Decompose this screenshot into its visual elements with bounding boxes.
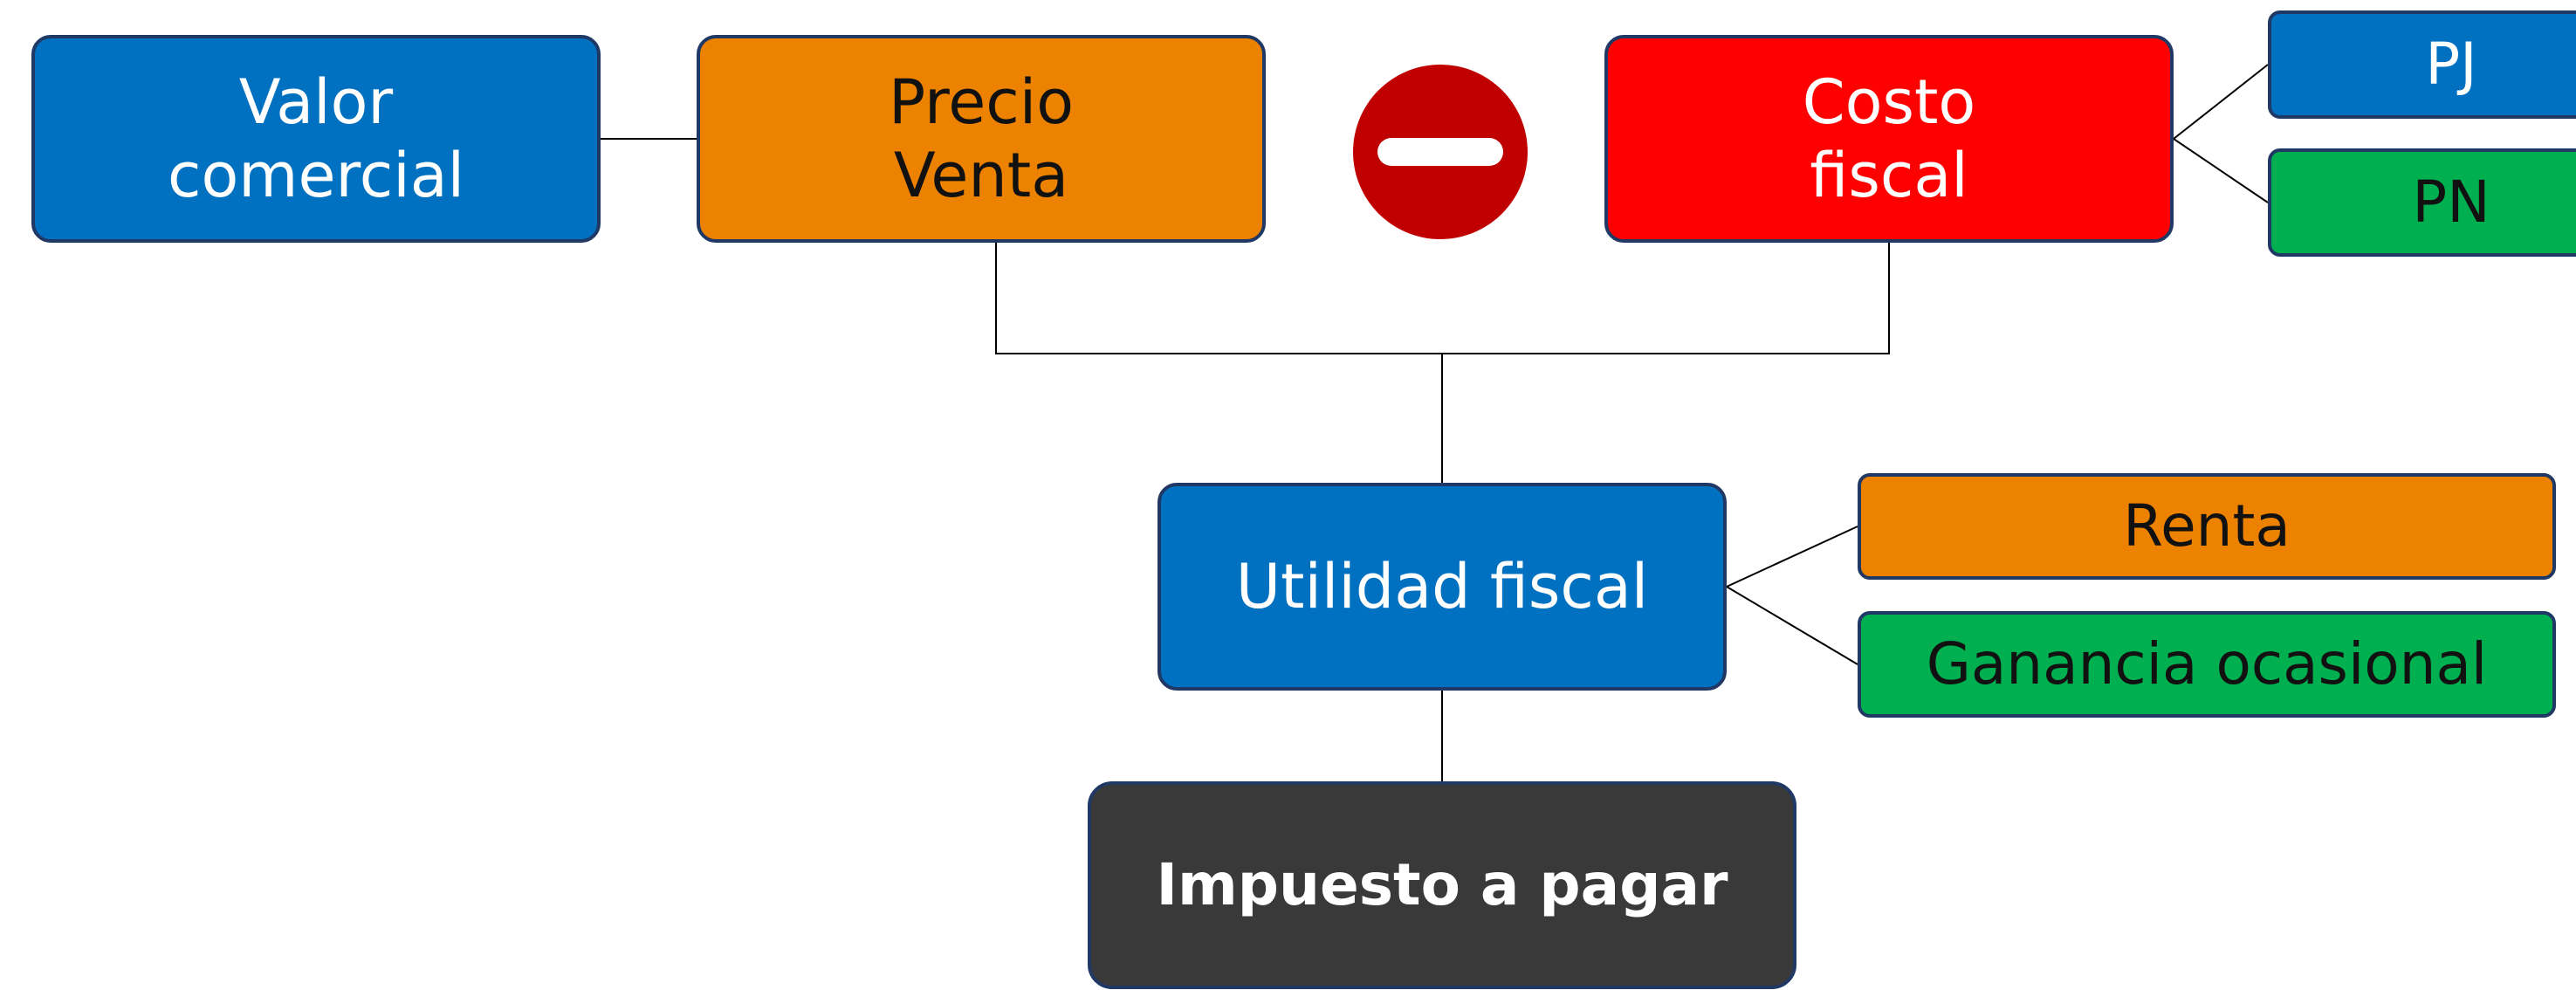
connector-precio-costo-bracket bbox=[995, 243, 1890, 354]
valor-comercial-node: Valor comercial bbox=[31, 35, 601, 243]
connector-costo-pn bbox=[2173, 138, 2269, 203]
pn-node: PN bbox=[2268, 148, 2576, 257]
connector-utilidad-renta bbox=[1726, 526, 1858, 588]
connector-costo-pj bbox=[2173, 64, 2269, 140]
utilidad-fiscal-node: Utilidad fiscal bbox=[1157, 483, 1727, 691]
minus-bar bbox=[1377, 138, 1503, 166]
connector-utilidad-ganancia bbox=[1726, 586, 1858, 665]
pj-node: PJ bbox=[2268, 10, 2576, 119]
costo-fiscal-node: Costo fiscal bbox=[1604, 35, 2174, 243]
precio-venta-node: Precio Venta bbox=[697, 35, 1266, 243]
renta-node: Renta bbox=[1858, 473, 2556, 580]
impuesto-a-pagar-node: Impuesto a pagar bbox=[1088, 781, 1796, 989]
ganancia-ocasional-node: Ganancia ocasional bbox=[1858, 611, 2556, 718]
minus-circle-icon bbox=[1353, 65, 1528, 239]
